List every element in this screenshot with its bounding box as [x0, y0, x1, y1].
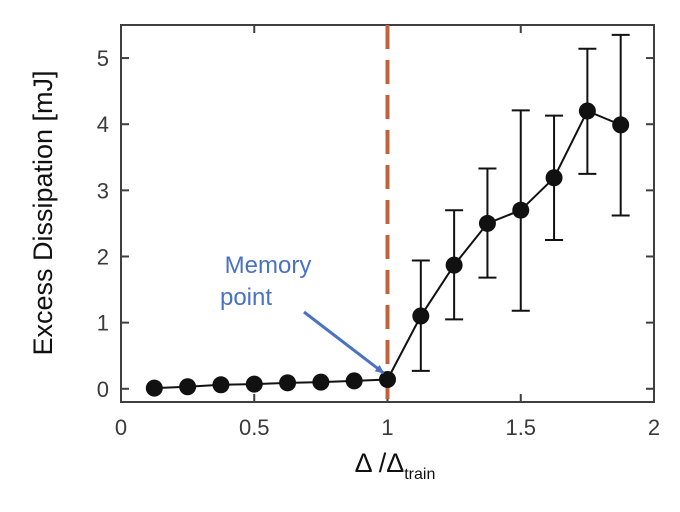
data-point — [345, 372, 363, 390]
y-tick-label: 3 — [97, 178, 109, 203]
data-point — [312, 373, 330, 391]
y-tick-label: 0 — [97, 377, 109, 402]
axes-layer: 0 0.5 1 1.5 2 0 1 2 3 4 5 — [97, 24, 660, 440]
y-tick-label: 1 — [97, 311, 109, 336]
annotation-label-line1: Memory — [225, 252, 312, 279]
data-point — [545, 169, 563, 187]
x-axis-title-main: Δ /Δ — [355, 448, 405, 478]
y-tick-label: 2 — [97, 244, 109, 269]
data-point — [245, 375, 263, 393]
x-axis-title-subscript: train — [404, 466, 435, 483]
data-point — [478, 214, 496, 232]
annotation-label-line2: point — [220, 284, 272, 311]
data-point — [612, 116, 630, 134]
data-point — [379, 371, 396, 389]
data-point — [179, 378, 197, 396]
x-tick-label: 2 — [648, 415, 660, 440]
y-tick-label: 4 — [97, 112, 109, 137]
x-axis-title: Δ /Δtrain — [355, 448, 436, 483]
data-point — [512, 201, 530, 219]
data-point — [145, 379, 163, 397]
data-point — [578, 102, 596, 120]
data-point — [445, 256, 463, 274]
x-tick-label: 0.5 — [239, 415, 270, 440]
data-point — [279, 374, 297, 392]
y-tick-label: 5 — [97, 46, 109, 71]
x-tick-label: 1.5 — [505, 415, 536, 440]
data-point — [412, 307, 430, 325]
annotation-layer: Memory point — [220, 252, 385, 375]
x-tick-label: 1 — [381, 415, 393, 440]
y-axis-title: Excess Dissipation [mJ] — [28, 70, 58, 355]
data-point — [212, 376, 230, 394]
annotation-arrow — [303, 310, 385, 375]
series-layer — [145, 33, 630, 397]
x-tick-label: 0 — [115, 415, 127, 440]
